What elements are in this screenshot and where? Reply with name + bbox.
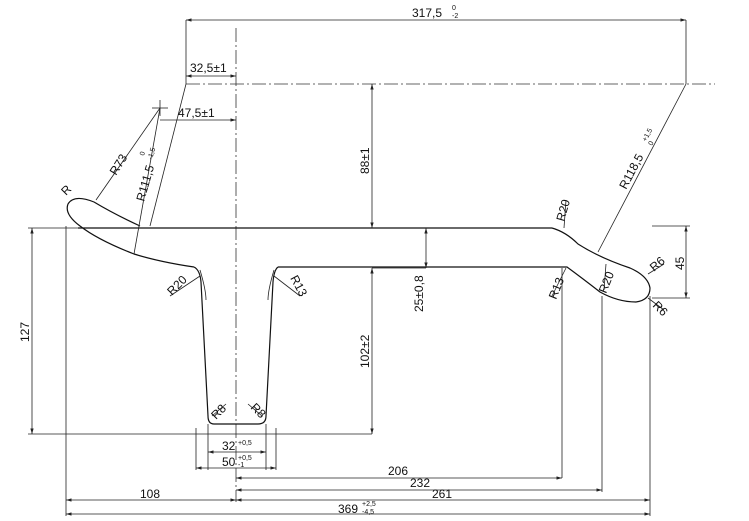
radius-r118-5-tol-upper: +1,5: [642, 127, 655, 143]
radius-r111-5-tol-upper: 0: [139, 151, 147, 157]
dim-369-tol-upper: +2,5: [362, 501, 376, 508]
dim-50-tol-lower: -1: [238, 462, 244, 469]
radius-r111-5-tol-lower: -1,5: [147, 147, 157, 161]
dim-88: 88±1: [358, 147, 372, 174]
dim-108: 108: [140, 487, 160, 501]
dim-369: 369: [338, 502, 358, 516]
dim-127: 127: [18, 322, 32, 342]
dim-32: 32: [222, 439, 236, 453]
radius-r6-top: R6: [647, 254, 668, 275]
radius-r118-5: R118,5: [616, 151, 646, 191]
radius-r13-right: R13: [546, 275, 567, 301]
dim-45: 45: [673, 256, 687, 270]
dim-32-5: 32,5±1: [190, 61, 227, 75]
radius-r20-top-right: R20: [553, 197, 573, 222]
dim-317-5-tol-upper: 0: [452, 5, 456, 12]
radius-r-plain: R: [58, 182, 74, 198]
extension-lines: [28, 20, 690, 516]
radius-r111-5: R111,5: [133, 163, 157, 203]
dim-317-5-tol-lower: -2: [452, 13, 458, 20]
center-cross-mark: [152, 100, 168, 116]
radius-r118-5-tol-lower: 0: [648, 140, 656, 147]
dim-232: 232: [410, 476, 430, 490]
radius-r20-left: R20: [164, 272, 190, 298]
dim-206: 206: [388, 464, 408, 478]
rail-profile-outline: [66, 197, 651, 425]
dim-50: 50: [222, 455, 236, 469]
dim-317-5: 317,5: [412, 6, 442, 20]
dim-369-tol-lower: -4,5: [362, 509, 374, 516]
radius-r13-left: R13: [287, 273, 310, 299]
dim-102: 102±2: [358, 334, 372, 368]
dim-32-tol: +0,5: [238, 440, 252, 447]
dim-261: 261: [432, 487, 452, 501]
dim-25: 25±0,8: [412, 275, 426, 312]
radius-r20-right: R20: [596, 269, 617, 295]
dim-50-tol-upper: +0,5: [238, 455, 252, 462]
dim-47-5: 47,5±1: [178, 106, 215, 120]
dimension-lines: [30, 18, 688, 516]
